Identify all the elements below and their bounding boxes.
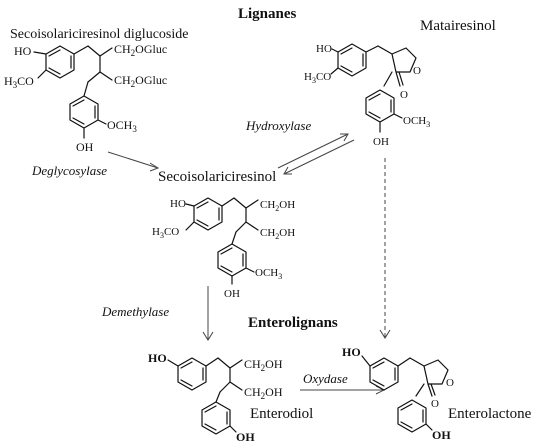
matairesinol-label: Matairesinol (420, 18, 496, 34)
enterodiol-structure: HO CH2OH CH2OH OH Enterodiol (148, 351, 313, 444)
carbonyl-oxygen: O (431, 398, 439, 410)
ch2oh-upper: CH2OH (244, 357, 283, 373)
deglycosylase-label: Deglycosylase (31, 163, 107, 178)
demethylase-label: Demethylase (101, 304, 169, 319)
hydroxylase-arrows: Hydroxylase (245, 118, 355, 175)
enterodiol-label: Enterodiol (250, 406, 313, 422)
enterolignans-title: Enterolignans (248, 315, 338, 331)
ring-oxygen: O (413, 65, 421, 77)
demethylase-arrow: Demethylase (101, 286, 214, 341)
deglycosylase-arrow: Deglycosylase (31, 151, 160, 178)
ring-lower (365, 89, 395, 123)
ho-substituent: HO (148, 351, 167, 365)
ring-lower (397, 399, 427, 433)
och3-substituent: OCH3 (107, 118, 137, 134)
ch2ogluc-upper: CH2OGluc (114, 42, 167, 58)
ring-upper (45, 45, 75, 79)
ho-substituent: HO (342, 345, 361, 359)
ho-substituent: HO (316, 43, 332, 55)
ch2oh-upper: CH2OH (260, 199, 295, 213)
hydroxylase-label: Hydroxylase (245, 118, 311, 133)
h3co-substituent: H3CO (152, 226, 179, 240)
ring-lower (217, 243, 247, 277)
och3-substituent: OCH3 (403, 115, 430, 129)
ring-lower (201, 401, 231, 435)
secoisolariciresinol-label: Secoisolariciresinol (158, 169, 276, 185)
och3-substituent: OCH3 (255, 267, 282, 281)
seco-diglucoside-structure: Secoisolariciresinol diglucoside HO H3CO… (4, 27, 188, 154)
ho-substituent: HO (170, 198, 186, 210)
carbonyl-oxygen: O (400, 89, 408, 101)
h3co-substituent: H3CO (4, 74, 34, 90)
oh-substituent: OH (224, 288, 240, 300)
matairesinol-to-enterolactone-arrow (379, 158, 391, 339)
lactone-ring (423, 359, 449, 385)
oh-substituent: OH (373, 136, 389, 148)
seco-diglucoside-label: Secoisolariciresinol diglucoside (10, 27, 188, 42)
oh-substituent: OH (432, 428, 451, 442)
ring-upper (177, 357, 207, 391)
ring-upper (369, 357, 399, 391)
enterolactone-structure: HO O O OH Enterolactone (342, 345, 532, 442)
ring-lower (69, 95, 99, 129)
ch2oh-lower: CH2OH (244, 385, 283, 401)
secoisolariciresinol-structure: Secoisolariciresinol HO H3CO CH2OH CH2OH… (152, 169, 295, 300)
matairesinol-structure: Matairesinol HO H3CO O O OCH3 OH (304, 18, 496, 148)
ring-oxygen: O (446, 377, 454, 389)
oh-substituent: OH (76, 140, 94, 154)
lactone-ring (391, 47, 417, 73)
ch2oh-lower: CH2OH (260, 227, 295, 241)
enterolactone-label: Enterolactone (448, 406, 532, 422)
ring-upper (337, 43, 367, 77)
lignanes-title: Lignanes (238, 6, 297, 22)
h3co-substituent: H3CO (304, 71, 331, 85)
ch2ogluc-lower: CH2OGluc (114, 73, 167, 89)
ho-substituent: HO (14, 44, 32, 58)
oh-substituent: OH (236, 430, 255, 444)
oxydase-label: Oxydase (303, 371, 348, 386)
ring-upper (193, 197, 223, 231)
